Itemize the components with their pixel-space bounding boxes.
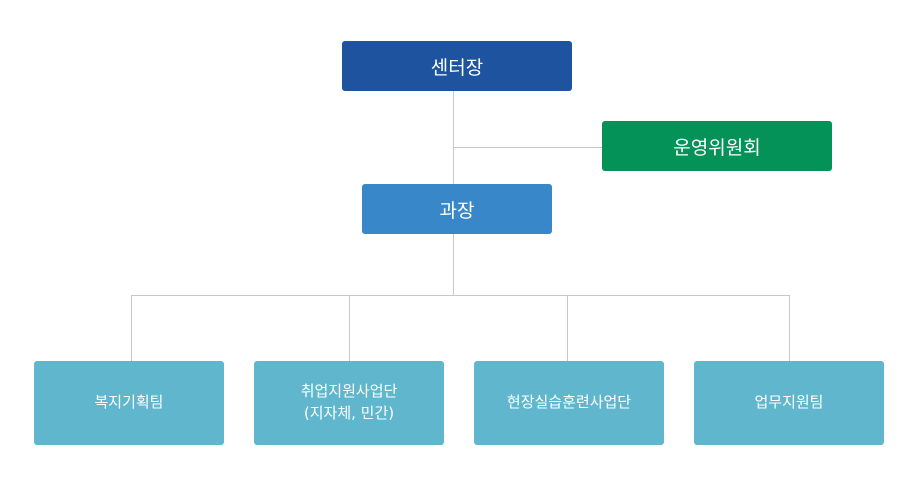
- connector-team-4: [789, 295, 790, 361]
- team-label: 업무지원팀: [754, 393, 824, 412]
- team-node-welfare-planning: 복지기획팀: [34, 361, 224, 445]
- team-label: 현장실습훈련사업단: [506, 393, 632, 412]
- connector-teams-horizontal: [131, 295, 790, 296]
- team-node-field-training: 현장실습훈련사업단: [474, 361, 664, 445]
- team-label: 취업지원사업단: [300, 382, 398, 401]
- committee-node: 운영위원회: [602, 121, 832, 171]
- team-node-business-support: 업무지원팀: [694, 361, 884, 445]
- director-label: 센터장: [430, 56, 484, 79]
- manager-label: 과장: [439, 199, 475, 222]
- manager-node: 과장: [362, 184, 552, 234]
- connector-committee: [453, 147, 602, 148]
- connector-team-1: [131, 295, 132, 361]
- connector-team-2: [349, 295, 350, 361]
- team-sublabel: (지자체, 민간): [303, 404, 395, 422]
- connector-director-manager: [453, 90, 454, 185]
- team-node-employment-support: 취업지원사업단 (지자체, 민간): [254, 361, 444, 445]
- committee-label: 운영위원회: [673, 136, 761, 159]
- connector-team-3: [567, 295, 568, 361]
- team-label: 복지기획팀: [94, 393, 164, 412]
- connector-manager-teams: [453, 233, 454, 295]
- director-node: 센터장: [342, 41, 572, 91]
